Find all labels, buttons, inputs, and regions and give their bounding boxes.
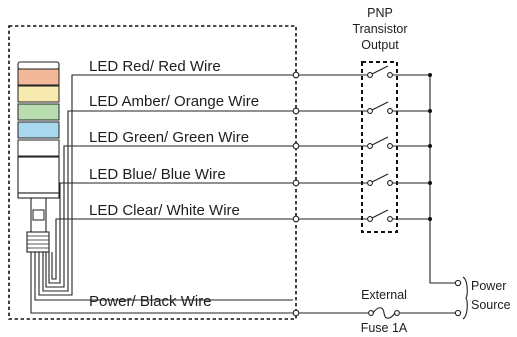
transistor-label-pnp: PNP <box>367 6 393 20</box>
wire-blue-run <box>48 182 293 284</box>
enclosure-terminals <box>292 71 300 317</box>
terminal-blue <box>292 179 300 187</box>
transistor-label-output: Output <box>361 38 399 52</box>
switch-red <box>367 65 393 78</box>
terminal-clear <box>292 215 300 223</box>
wire-label-amber: LED Amber/ Orange Wire <box>89 93 259 110</box>
power-source-label-line1: Power <box>471 279 506 293</box>
fuse-label-external: External <box>361 288 407 302</box>
power-source <box>454 276 468 320</box>
led-module-red <box>17 68 60 86</box>
tower-base <box>17 156 60 194</box>
led-module-clear <box>17 139 60 157</box>
terminal-green <box>292 142 300 150</box>
tower-stem-collar <box>32 209 45 221</box>
wire-label-green: LED Green/ Green Wire <box>89 129 249 146</box>
led-module-amber <box>17 85 60 103</box>
switch-blue <box>367 173 393 186</box>
bus-junctions <box>428 73 432 221</box>
power-source-bracket <box>462 276 468 320</box>
transistor-output-box <box>361 61 398 233</box>
power-source-terminal-positive <box>454 279 462 287</box>
wire-red-run <box>38 74 293 296</box>
wire-label-clear: LED Clear/ White Wire <box>89 202 240 219</box>
wire-label-blue: LED Blue/ Blue Wire <box>89 166 226 183</box>
stack-tower-light <box>17 61 60 253</box>
led-module-blue <box>17 121 60 139</box>
wire-red <box>30 252 293 314</box>
wire-green-run <box>45 145 293 288</box>
tower-stem <box>30 198 47 232</box>
led-module-green <box>17 103 60 121</box>
switch-green <box>367 136 393 149</box>
wire-label-power: Power/ Black Wire <box>89 293 212 310</box>
tower-enclosure-box <box>8 25 297 320</box>
transistor-switches <box>367 65 393 222</box>
switch-amber <box>367 101 393 114</box>
tower-cap <box>17 61 60 70</box>
terminal-amber <box>292 107 300 115</box>
transistor-label-transistor: Transistor <box>352 22 407 36</box>
wire-label-red: LED Red/ Red Wire <box>89 58 221 75</box>
common-bus <box>392 74 455 284</box>
wire-amber-run <box>42 110 293 292</box>
switch-feed-lines <box>299 74 368 220</box>
power-source-label-line2: Source <box>471 298 511 312</box>
signal-wires <box>30 74 293 314</box>
fuse-label-rating: Fuse 1A <box>361 321 408 335</box>
terminal-red <box>292 71 300 79</box>
tower-base-bottom <box>17 192 60 199</box>
external-fuse <box>368 307 400 319</box>
power-source-terminal-negative <box>454 309 462 317</box>
wire-clear-run <box>51 218 293 280</box>
cable-gland <box>26 231 50 253</box>
terminal-power <box>292 309 300 317</box>
switch-clear <box>367 209 393 222</box>
cable-gland-thread <box>27 235 49 249</box>
